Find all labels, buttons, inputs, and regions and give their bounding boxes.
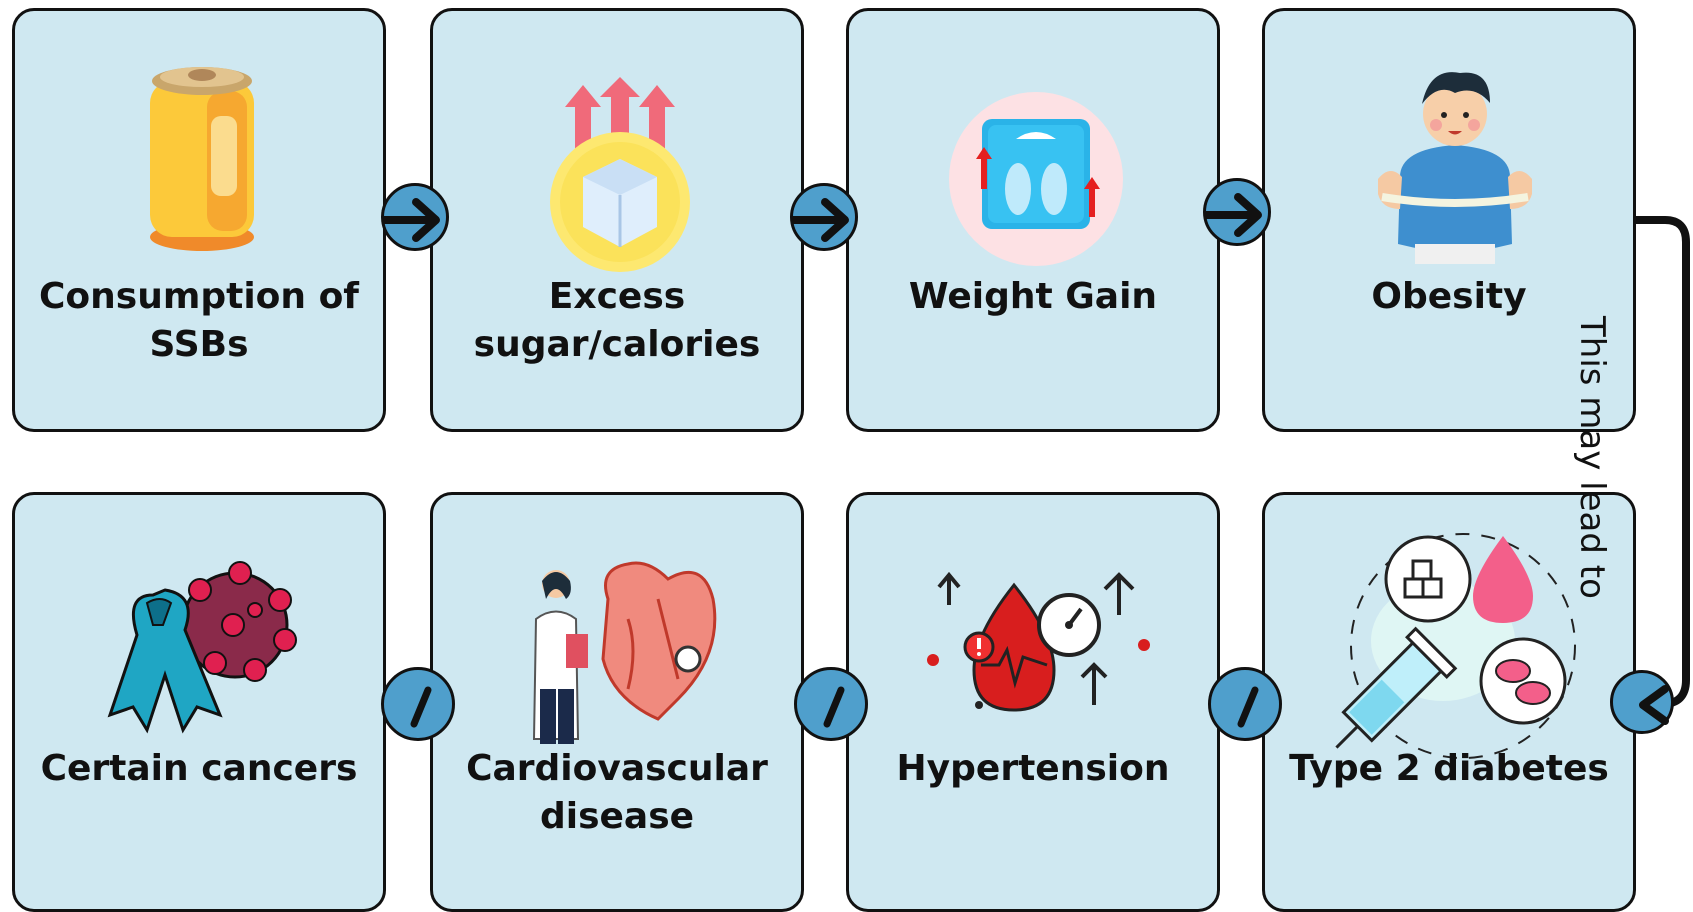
- card-label: Hypertension: [896, 748, 1170, 789]
- side-connector-text: This may lead to: [1572, 316, 1612, 599]
- connector-slash-3: [1208, 667, 1282, 741]
- overweight-person-icon: [1378, 72, 1532, 264]
- weighing-scale-icon: [949, 92, 1123, 266]
- soda-can-icon: [150, 67, 254, 251]
- arrow-right-icon: [384, 198, 440, 242]
- connector-arrow-1: [381, 183, 449, 251]
- card-certain-cancers: Certain cancers: [12, 492, 386, 912]
- card-label: Consumption of SSBs: [39, 276, 359, 365]
- slash-icon: [1237, 686, 1259, 728]
- card-obesity: Obesity: [1262, 8, 1636, 432]
- card-label: Cardiovascular disease: [466, 748, 768, 837]
- card-type-2-diabetes: Type 2 diabetes: [1262, 492, 1636, 912]
- connector-arrow-3: [1203, 178, 1271, 246]
- connector-slash-2: [794, 667, 868, 741]
- card-label: Weight Gain: [908, 276, 1158, 317]
- slash-icon: [410, 686, 432, 728]
- card-consumption-of-ssbs: Consumption of SSBs: [12, 8, 386, 432]
- connector-arrow-down-end: [1610, 670, 1674, 734]
- slash-icon: [823, 686, 845, 728]
- card-label: Type 2 diabetes: [1289, 748, 1609, 789]
- sugar-cube-arrows-icon: [550, 77, 690, 272]
- arrow-right-icon: [1206, 193, 1262, 237]
- card-label: Certain cancers: [40, 748, 358, 789]
- blood-pressure-icon: [927, 571, 1150, 712]
- arrow-left-icon: [1639, 685, 1669, 725]
- arrow-right-icon: [793, 198, 849, 242]
- card-label: Excess sugar/calories: [473, 276, 761, 365]
- connector-arrow-2: [790, 183, 858, 251]
- card-excess-sugar: Excess sugar/calories: [430, 8, 804, 432]
- card-label: Obesity: [1371, 276, 1527, 317]
- doctor-heart-icon: [532, 561, 717, 744]
- connector-slash-1: [381, 667, 455, 741]
- card-hypertension: Hypertension: [846, 492, 1220, 912]
- card-weight-gain: Weight Gain: [846, 8, 1220, 432]
- diabetes-syringe-icon: [1335, 533, 1576, 759]
- cancer-ribbon-cell-icon: [107, 561, 297, 734]
